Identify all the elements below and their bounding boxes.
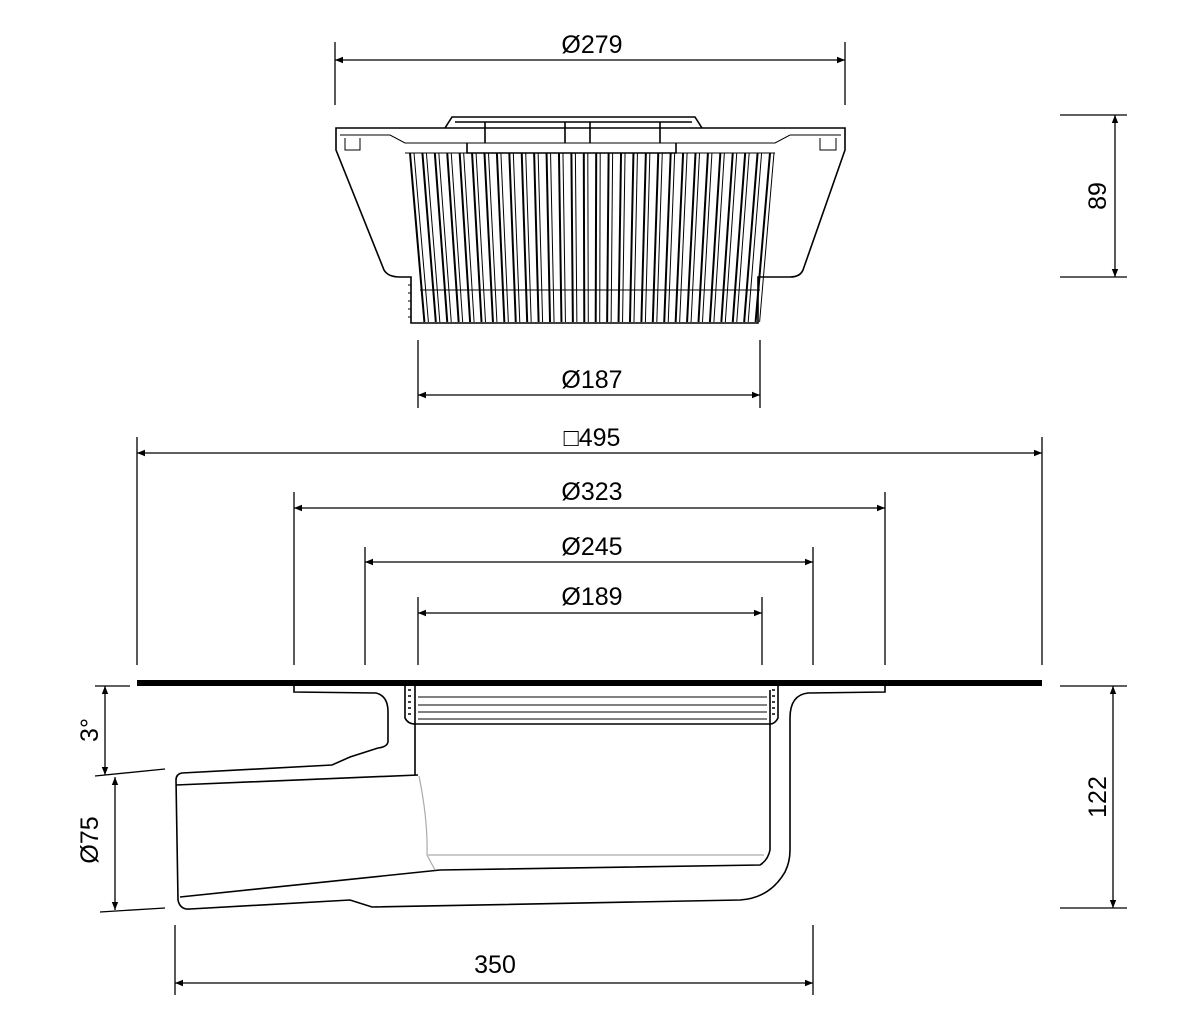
grate-rib	[562, 152, 566, 323]
membrane-plate	[137, 680, 1042, 686]
dimension-label: Ø187	[561, 366, 622, 394]
grate-rib	[628, 152, 635, 323]
dimension-label: Ø245	[561, 533, 622, 561]
grate-rib	[557, 152, 563, 323]
dimension-slope-angle: 3°	[76, 685, 166, 777]
grate-cover	[444, 116, 703, 154]
dimension-body-length: 350	[174, 925, 814, 995]
grate-rib	[450, 152, 464, 323]
grate-rib	[731, 152, 747, 323]
grate-rib	[606, 152, 610, 323]
grate-rib	[708, 152, 722, 323]
grate-rib	[550, 152, 555, 323]
grate-rib	[495, 152, 506, 323]
grate-rib	[458, 152, 472, 323]
dimension-plate-square: □495	[136, 424, 1043, 665]
grate-rib	[487, 152, 498, 323]
grate-rib	[690, 152, 701, 323]
inlet-bowl	[414, 686, 770, 775]
dimension-outlet-diameter: Ø75	[76, 777, 166, 913]
grate-rib	[674, 152, 685, 323]
grate-rib	[409, 152, 426, 323]
grate-thread	[408, 284, 411, 318]
dimension-label: □495	[564, 424, 621, 452]
grate-rib	[421, 152, 437, 323]
grate-rib	[570, 152, 574, 323]
grate-rib	[574, 152, 578, 323]
grate-rib	[667, 152, 676, 323]
grate-rib	[463, 152, 475, 323]
grate-rib	[697, 152, 709, 323]
grate-rib	[610, 152, 614, 323]
dimension-label: 122	[1084, 776, 1112, 818]
grate-rib	[640, 152, 647, 323]
grate-rib	[743, 152, 759, 323]
grate-rib	[656, 152, 663, 323]
grate-rib	[686, 152, 697, 323]
grate-rib	[759, 152, 775, 323]
grate-rib	[545, 152, 552, 323]
grate-rib	[438, 152, 452, 323]
grate-rib	[525, 152, 532, 323]
grate-rib	[471, 152, 483, 323]
grate-rib	[533, 152, 540, 323]
grate-rib	[679, 152, 688, 323]
grate-rib	[500, 152, 509, 323]
dimension-label: Ø279	[561, 31, 622, 59]
grate-rib	[651, 152, 660, 323]
dimension-label: 350	[474, 951, 516, 979]
grate-view	[335, 116, 846, 324]
grate-rib	[433, 152, 449, 323]
dimension-grate-base-diameter: Ø187	[417, 340, 761, 408]
grate-rib	[720, 152, 734, 323]
body-outline	[175, 686, 886, 910]
dimension-label: 3°	[76, 718, 104, 742]
grate-rib	[633, 152, 638, 323]
thread-right	[769, 686, 779, 725]
grate-rib	[736, 152, 750, 323]
dimension-grate-diameter: Ø279	[334, 31, 846, 105]
dimension-flange-outer-diameter: Ø323	[293, 478, 886, 665]
grate-rib	[425, 152, 441, 323]
dimension-flange-mid-diameter: Ø245	[364, 533, 814, 665]
dimension-label: Ø75	[76, 816, 104, 863]
dimension-label: Ø323	[561, 478, 622, 506]
drain-body	[137, 680, 1042, 910]
grate-rib	[622, 152, 626, 323]
grate-rib	[754, 152, 771, 323]
grate-rib	[475, 152, 487, 323]
grate-rib	[617, 152, 623, 323]
grate-rib	[520, 152, 529, 323]
dimension-label: Ø189	[561, 583, 622, 611]
grate-outline	[335, 127, 846, 324]
grate-rib	[724, 152, 738, 323]
grate-rib	[644, 152, 651, 323]
dimension-body-height: 122	[1060, 685, 1127, 909]
thread-left	[404, 686, 416, 725]
grate-rib	[483, 152, 494, 323]
hidden-line	[418, 775, 764, 871]
grate-rib	[508, 152, 517, 323]
grate-ribs	[409, 152, 775, 323]
grate-rib	[537, 152, 544, 323]
grate-rib	[713, 152, 725, 323]
grate-rib	[446, 152, 460, 323]
grate-rib	[663, 152, 672, 323]
grate-rib	[701, 152, 713, 323]
threaded-ring	[418, 696, 767, 720]
grate-rib	[512, 152, 521, 323]
outlet-pipe-inner	[175, 690, 771, 898]
grate-rib	[413, 152, 429, 323]
dimension-label: 89	[1084, 182, 1112, 210]
dimension-grate-height: 89	[1060, 114, 1127, 278]
dimension-inlet-diameter: Ø189	[417, 583, 763, 665]
grate-rib	[747, 152, 763, 323]
